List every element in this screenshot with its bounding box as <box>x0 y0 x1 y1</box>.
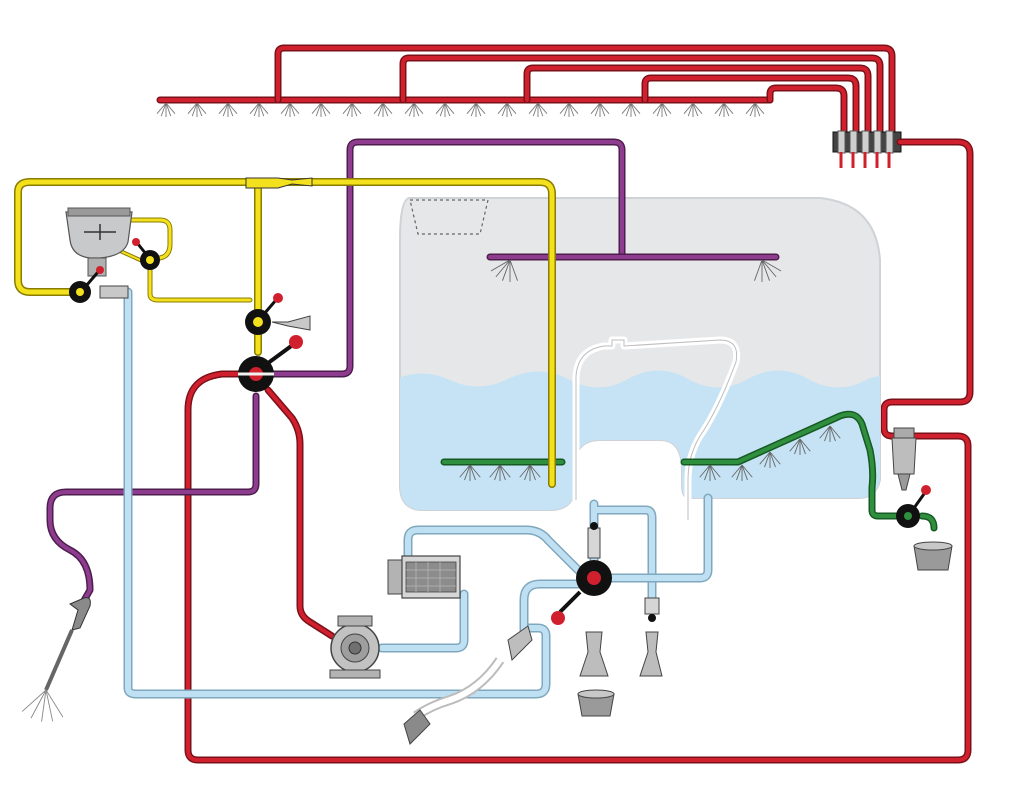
agitation-nozzle <box>754 259 782 282</box>
tank-liquid <box>400 370 880 510</box>
main-tank <box>399 197 881 511</box>
boom-nozzle <box>714 102 734 117</box>
boom-nozzle <box>621 102 641 117</box>
suction-filter <box>387 555 461 599</box>
wash-cup <box>913 541 953 571</box>
boom-feed-lines <box>274 44 896 144</box>
boom-nozzle <box>559 102 579 117</box>
hopper-valve[interactable] <box>69 266 129 303</box>
boom-nozzle <box>745 102 765 117</box>
tank-wash-nozzle <box>759 451 781 468</box>
boom-nozzle <box>435 102 455 117</box>
boom-nozzle <box>187 102 207 117</box>
boom-nozzle <box>249 102 269 117</box>
hopper-rinse-valve[interactable] <box>132 238 160 270</box>
boom-section-valve-manifold <box>832 130 902 168</box>
boom-nozzle <box>683 102 703 117</box>
tank-wash-nozzle <box>699 464 721 481</box>
spray-lance[interactable] <box>44 597 91 691</box>
boom-nozzle <box>497 102 517 117</box>
rinse-valve[interactable] <box>245 293 311 335</box>
agitation-line <box>46 138 780 608</box>
boom-nozzle <box>218 102 238 117</box>
boom-nozzle <box>342 102 362 117</box>
tank-wash-nozzle <box>789 438 811 455</box>
outlet-nozzles <box>579 631 663 677</box>
pressure-line <box>184 138 974 764</box>
tank-wash-nozzle <box>819 425 841 442</box>
tank-wash-nozzle <box>731 464 753 481</box>
boom-nozzle <box>280 102 300 117</box>
drain-valve[interactable] <box>644 597 660 622</box>
boom-nozzle <box>590 102 610 117</box>
external-fill-hose <box>403 625 533 745</box>
boom-nozzle <box>528 102 548 117</box>
boom-nozzle <box>311 102 331 117</box>
nozzle-layer <box>21 102 841 722</box>
boom-nozzle <box>156 102 176 117</box>
drain-cup <box>577 689 615 717</box>
tank-wash-nozzle <box>459 464 481 481</box>
chemical-inducer-hopper <box>65 207 133 277</box>
lance-spray <box>21 689 64 722</box>
boom-nozzle <box>652 102 672 117</box>
tank-wash-valve[interactable] <box>896 485 931 528</box>
tank-wash-nozzle <box>519 464 541 481</box>
main-selector-valve[interactable] <box>238 335 303 392</box>
tank-wash-nozzle <box>489 464 511 481</box>
pump <box>329 615 381 679</box>
boom-nozzle <box>466 102 486 117</box>
agitation-nozzle <box>490 259 518 282</box>
pressure-filter <box>891 427 917 491</box>
boom-nozzle <box>404 102 424 117</box>
tank-fill-opening <box>409 199 489 235</box>
suction-selector-valve[interactable] <box>551 522 612 625</box>
rinse-tank <box>572 336 741 520</box>
tank-wash-line <box>440 410 938 532</box>
boom-nozzle <box>373 102 393 117</box>
